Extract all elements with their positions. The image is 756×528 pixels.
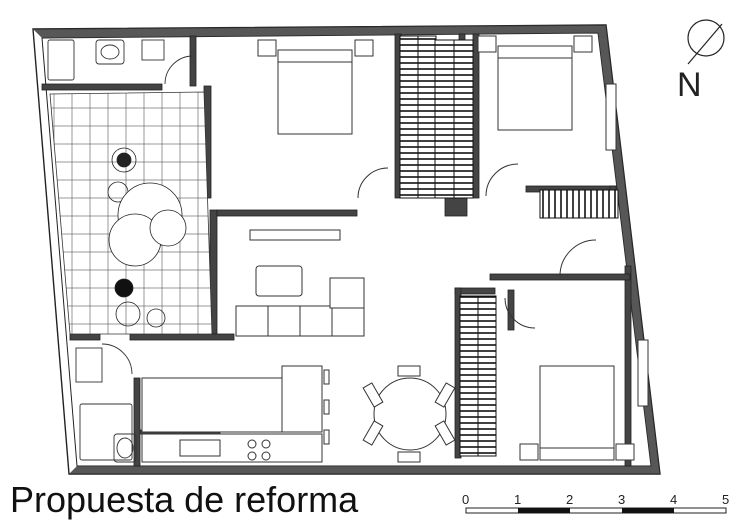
- scale-bar: [465, 507, 727, 514]
- bedroom-top-right: [477, 35, 617, 197]
- scale-tick-label: 5: [722, 492, 730, 507]
- dining-table: [362, 365, 456, 463]
- scale-tick-label: 1: [514, 492, 522, 507]
- bathroom-top-fixtures: [47, 39, 194, 85]
- scale-bar-segment: [518, 508, 570, 513]
- scale-tick-label: 3: [618, 492, 626, 507]
- wardrobe-bedroom-bottom: [459, 295, 497, 457]
- scale-tick-label: 4: [670, 492, 678, 507]
- plan-title: Propuesta de reforma: [10, 479, 359, 520]
- wardrobe-bedroom-right: [539, 189, 619, 219]
- terrace-plants: [107, 147, 187, 328]
- scale-tick-label: 2: [566, 492, 574, 507]
- bedroom-bottom-right: [519, 339, 649, 461]
- scale-tick-label: 0: [462, 492, 470, 507]
- scale-bar-segment: [622, 508, 674, 513]
- compass-north-label: N: [677, 66, 702, 104]
- north-compass-icon: [687, 19, 725, 65]
- bedroom-top-left: [257, 39, 389, 199]
- living-room: [235, 229, 597, 337]
- scale-bar-frame: [465, 507, 727, 514]
- bathroom-bottom-fixtures: [75, 343, 137, 463]
- wardrobe-right: [434, 39, 474, 199]
- wardrobe-left: [399, 35, 437, 199]
- kitchen: [141, 365, 330, 463]
